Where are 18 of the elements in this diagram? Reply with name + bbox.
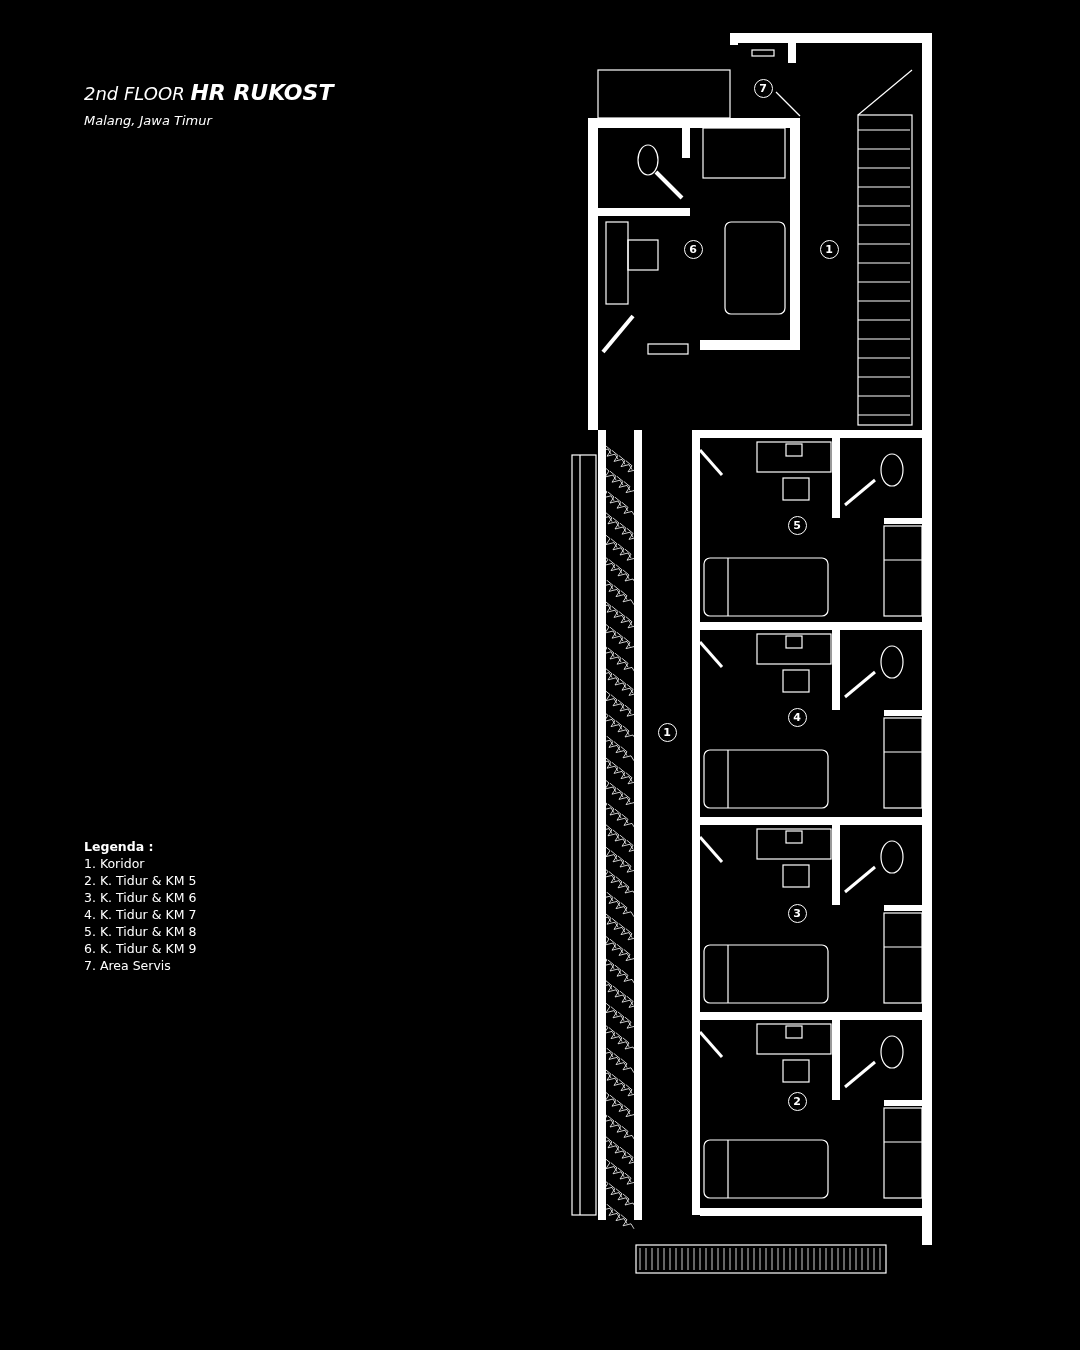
room-number: 2	[787, 1091, 807, 1111]
legend-item: 6. K. Tidur & KM 9	[84, 940, 197, 957]
legend-item: 7. Area Servis	[84, 957, 172, 974]
room-number: 1	[819, 239, 839, 259]
room-number: 3	[787, 903, 807, 923]
location-text: Malang, Jawa Timur	[84, 113, 212, 128]
legend-item: 3. K. Tidur & KM 6	[84, 889, 197, 906]
legend-item: 2. K. Tidur & KM 5	[84, 872, 197, 889]
room-number: 6	[683, 239, 703, 259]
legend-heading: Legenda :	[84, 838, 155, 855]
legend-item: 5. K. Tidur & KM 8	[84, 923, 197, 940]
room-number: 5	[787, 515, 807, 535]
legend-item: 1. Koridor	[84, 855, 146, 872]
room-number: 7	[753, 78, 773, 98]
plan-title: 2nd FLOOR HR RUKOST	[84, 80, 334, 105]
room-number: 4	[787, 707, 807, 727]
legend-item: 4. K. Tidur & KM 7	[84, 906, 197, 923]
room-number: 1	[657, 722, 677, 742]
